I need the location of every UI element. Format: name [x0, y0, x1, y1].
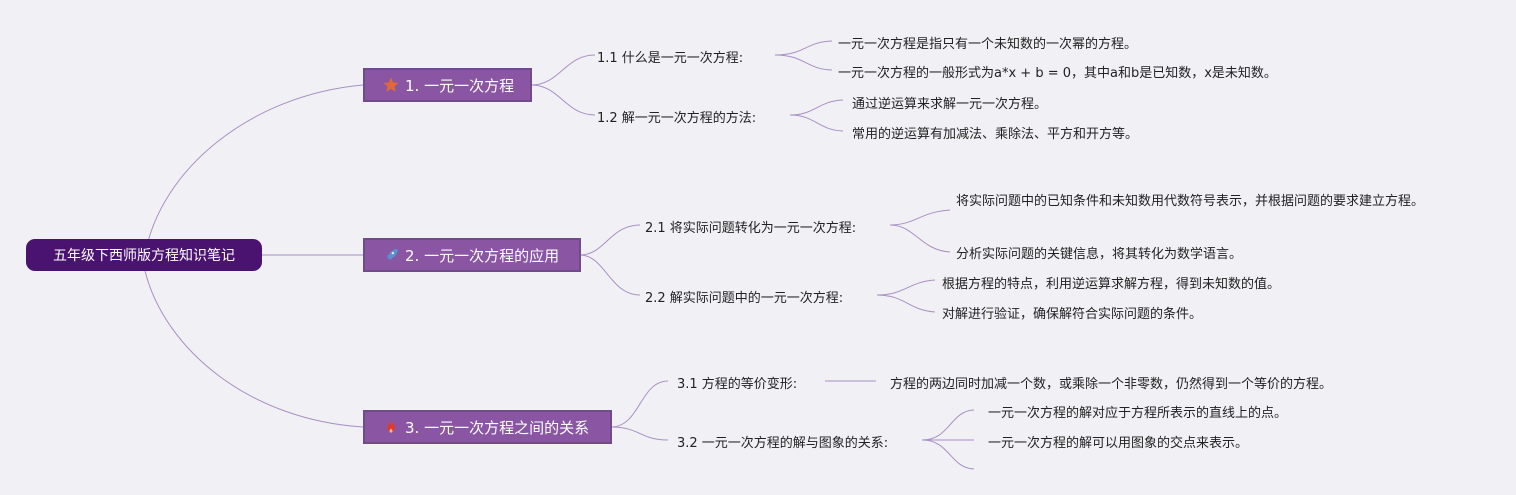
connector-s11-l1: [774, 40, 833, 56]
leaf-2-1-2[interactable]: 分析实际问题的关键信息，将其转化为数学语言。: [956, 247, 1243, 262]
fire-icon: [381, 417, 401, 437]
connector-b3-s1: [610, 380, 669, 428]
connector-root-b1: [144, 84, 364, 256]
connector-s32-l3: [921, 439, 975, 470]
leaf-2-2-1[interactable]: 根据方程的特点，利用逆运算求解方程，得到未知数的值。: [942, 277, 1281, 292]
connector-b1-s2: [530, 84, 596, 116]
leaf-2-2-2[interactable]: 对解进行验证，确保解符合实际问题的条件。: [942, 307, 1203, 322]
leaf-2-1-1[interactable]: 将实际问题中的已知条件和未知数用代数符号表示，并根据问题的要求建立方程。: [956, 194, 1425, 209]
connector-s12-l1: [789, 99, 844, 116]
leaf-1-2-1[interactable]: 通过逆运算来求解一元一次方程。: [852, 97, 1048, 112]
connector-s22-l1: [876, 279, 936, 296]
connector-s21-l2: [889, 224, 951, 253]
connector-s11-l2: [774, 54, 833, 71]
star-icon: [381, 75, 401, 95]
connector-b2-s1: [579, 224, 641, 256]
branch-label-3: 3. 一元一次方程之间的关系: [405, 418, 590, 437]
branch-label-2: 2. 一元一次方程的应用: [405, 246, 560, 265]
connector-s21-l1: [889, 209, 951, 226]
rocket-icon: [381, 245, 401, 265]
subtopic-3-1[interactable]: 3.1 方程的等价变形:: [677, 377, 798, 392]
leaf-1-2-2[interactable]: 常用的逆运算有加减法、乘除法、平方和开方等。: [852, 127, 1139, 142]
leaf-3-2-1[interactable]: 一元一次方程的解对应于方程所表示的直线上的点。: [988, 406, 1288, 421]
branch-label-1: 1. 一元一次方程: [405, 76, 515, 95]
branch-node-1[interactable]: 1. 一元一次方程: [363, 68, 532, 102]
connector-b2-s2: [579, 254, 641, 296]
subtopic-1-1[interactable]: 1.1 什么是一元一次方程:: [597, 51, 744, 66]
leaf-3-1-1[interactable]: 方程的两边同时加减一个数，或乘除一个非零数，仍然得到一个等价的方程。: [890, 377, 1333, 392]
root-node[interactable]: 五年级下西师版方程知识笔记: [26, 239, 262, 271]
branch-node-3[interactable]: 3. 一元一次方程之间的关系: [363, 410, 612, 444]
connector-b1-s1: [530, 54, 596, 86]
subtopic-3-2[interactable]: 3.2 一元一次方程的解与图象的关系:: [677, 436, 889, 451]
connector-s22-l2: [876, 294, 936, 313]
connector-b3-s2: [610, 426, 669, 441]
connector-s12-l2: [789, 114, 844, 132]
leaf-1-1-2[interactable]: 一元一次方程的一般形式为a*x + b = 0，其中a和b是已知数，x是未知数。: [838, 66, 1277, 81]
subtopic-2-1[interactable]: 2.1 将实际问题转化为一元一次方程:: [645, 221, 857, 236]
connector-root-b3: [144, 270, 364, 428]
connector-s32-l1: [921, 409, 975, 441]
branch-node-2[interactable]: 2. 一元一次方程的应用: [363, 238, 581, 272]
leaf-3-2-2[interactable]: 一元一次方程的解可以用图象的交点来表示。: [988, 436, 1249, 451]
leaf-1-1-1[interactable]: 一元一次方程是指只有一个未知数的一次幂的方程。: [838, 37, 1138, 52]
subtopic-2-2[interactable]: 2.2 解实际问题中的一元一次方程:: [645, 291, 844, 306]
root-label: 五年级下西师版方程知识笔记: [53, 248, 235, 264]
subtopic-1-2[interactable]: 1.2 解一元一次方程的方法:: [597, 111, 757, 126]
